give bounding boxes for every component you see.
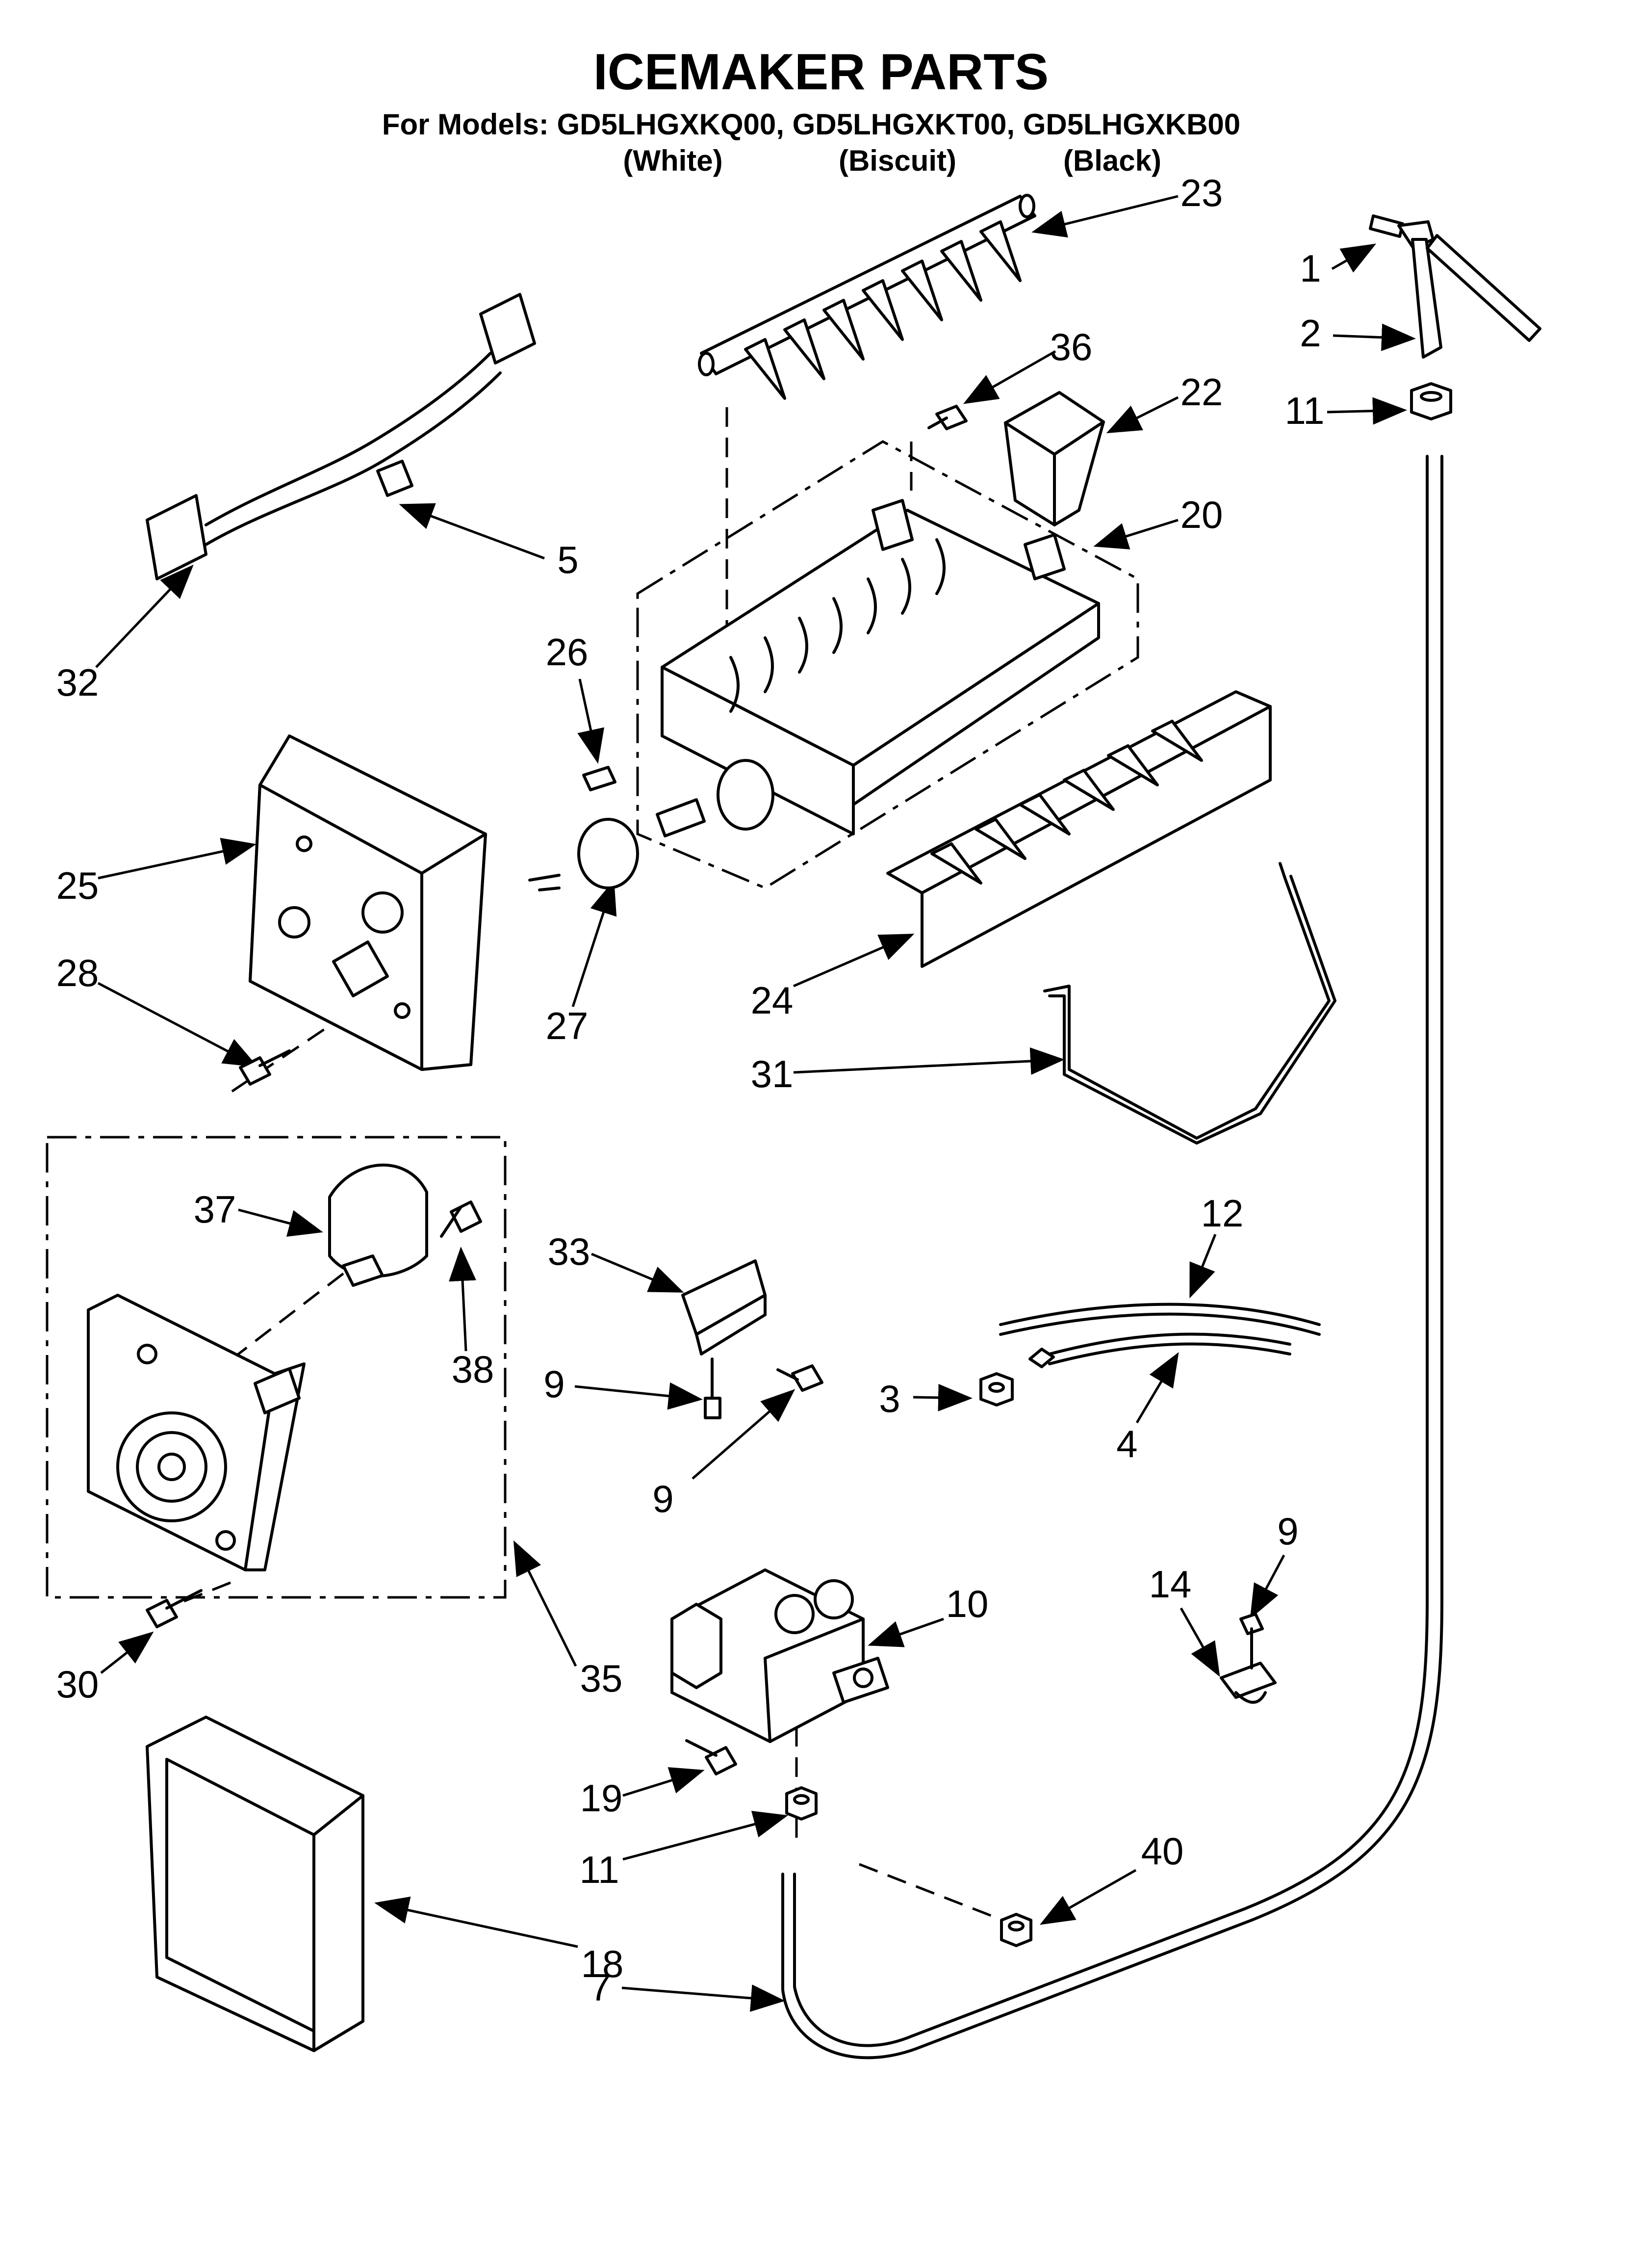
callout-1: 1	[1300, 247, 1321, 290]
module-kit-35	[87, 1294, 306, 1571]
callout-12: 12	[1201, 1192, 1244, 1235]
tube-4	[1028, 1332, 1291, 1368]
callout-26: 26	[546, 630, 589, 674]
callout-4: 4	[1116, 1422, 1137, 1465]
callout-10: 10	[946, 1582, 989, 1625]
callout-5: 5	[557, 538, 578, 581]
callout-9b: 9	[652, 1477, 673, 1520]
callout-labels: 1 2 3 4 5 7 9 9 9 10 11 11 12 14 18 19 2…	[56, 171, 1325, 2009]
insulation-18	[146, 1716, 364, 2052]
page-title: ICEMAKER PARTS	[593, 44, 1049, 101]
motor-37	[328, 1163, 428, 1287]
callout-9a: 9	[543, 1362, 564, 1406]
callout-38: 38	[452, 1348, 494, 1391]
callout-24: 24	[751, 979, 794, 1022]
color-biscuit: (Biscuit)	[839, 144, 956, 177]
stripper-24	[886, 690, 1272, 968]
callout-3: 3	[879, 1377, 900, 1420]
callout-2: 2	[1300, 312, 1321, 355]
callout-20: 20	[1180, 493, 1223, 536]
callout-25: 25	[56, 864, 99, 907]
shutoff-arm-31	[1043, 862, 1336, 1145]
callout-11b: 11	[580, 1848, 619, 1891]
callout-28: 28	[56, 951, 99, 994]
screw-30	[146, 1589, 203, 1628]
callout-22: 22	[1180, 370, 1223, 414]
wire-harness-32	[146, 293, 536, 580]
color-black: (Black)	[1063, 144, 1161, 177]
screw-9b	[776, 1364, 823, 1392]
nut-40	[1000, 1913, 1032, 1947]
nut-11-lower	[785, 1786, 818, 1821]
callout-35: 35	[580, 1657, 623, 1700]
fill-tube-assembly	[1369, 214, 1541, 359]
cover-22	[1004, 391, 1105, 526]
bracket-33	[681, 1259, 767, 1356]
ejector-23	[698, 194, 1036, 400]
thermostat-parts	[528, 766, 639, 891]
callout-23: 23	[1180, 171, 1223, 214]
mold-20	[656, 499, 1100, 837]
screw-9a	[704, 1357, 721, 1419]
screw-38	[440, 1200, 482, 1238]
nut-3	[979, 1372, 1014, 1407]
nut-11-top	[1410, 382, 1452, 420]
screw-19	[685, 1739, 737, 1775]
callout-14: 14	[1149, 1563, 1192, 1606]
callout-7: 7	[590, 1966, 611, 2009]
callout-31: 31	[751, 1052, 794, 1095]
models-line: For Models: GD5LHGXKQ00, GD5LHGXKT00, GD…	[382, 108, 1240, 141]
callout-18-label: 18	[581, 1942, 624, 1985]
water-valve-10	[670, 1568, 889, 1743]
callout-40: 40	[1141, 1829, 1184, 1873]
callout-9c: 9	[1277, 1510, 1298, 1553]
tube-12	[999, 1303, 1321, 1336]
callout-27: 27	[546, 1004, 589, 1047]
clamp-14	[1220, 1662, 1277, 1704]
callout-30: 30	[56, 1663, 99, 1706]
water-tube-7	[781, 455, 1443, 2059]
module-housing-25	[249, 734, 487, 1071]
screw-36	[927, 405, 968, 430]
color-white: (White)	[623, 144, 722, 177]
screw-9c	[1239, 1613, 1264, 1669]
callout-32: 32	[56, 661, 99, 704]
callout-33: 33	[548, 1230, 590, 1273]
callout-37: 37	[194, 1188, 236, 1231]
callout-36: 36	[1050, 325, 1093, 368]
callout-19: 19	[580, 1776, 623, 1820]
callout-11a: 11	[1285, 389, 1325, 432]
leader-lines	[95, 195, 1416, 2012]
screw-28	[239, 1049, 291, 1086]
